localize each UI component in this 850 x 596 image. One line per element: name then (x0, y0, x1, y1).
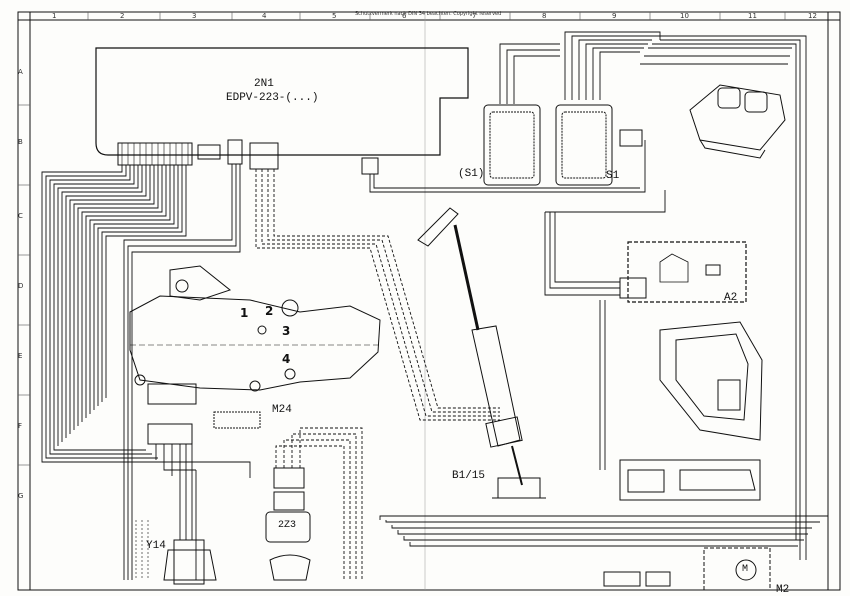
motor-m2-box (703, 547, 771, 591)
callout-2: 2 (265, 304, 274, 318)
module-2n1-code: EDPV-223-(...) (226, 92, 319, 104)
door-module-connector (619, 459, 761, 501)
column-label: 11 (748, 12, 757, 20)
module-2n1-outline (95, 47, 469, 156)
z23-plug (269, 554, 311, 581)
column-label: 3 (192, 12, 197, 20)
copyright-note: Schutzvermerk nach DIN 34 beachten. Copy… (355, 11, 502, 17)
row-label: F (18, 422, 23, 430)
switch-s1-label: S1 (606, 170, 620, 182)
connector-x1 (117, 142, 193, 166)
actuator-m24-illustration (129, 265, 381, 392)
relay-a2-label: A2 (724, 292, 738, 304)
row-label: E (18, 352, 23, 360)
relay-a2-connector (619, 277, 647, 299)
actuator-m24-connector (147, 383, 197, 405)
wire-bottom-right (379, 515, 828, 547)
sensor-b1-15-label: B1/15 (452, 470, 486, 482)
column-label: 7 (472, 12, 477, 20)
z23-connector-mid (273, 491, 305, 511)
row-label: A (18, 68, 23, 76)
valve-y14-label: Y14 (146, 540, 166, 552)
column-label: 4 (262, 12, 267, 20)
column-label: 8 (542, 12, 547, 20)
wire-bundle-left (41, 165, 251, 478)
wire-a2 (544, 190, 666, 470)
valve-y14-body (163, 549, 217, 581)
wire-m24 (155, 444, 197, 580)
z23-body (265, 511, 311, 543)
column-label: 9 (612, 12, 617, 20)
relay-a2-coil (705, 264, 721, 276)
row-label: C (18, 212, 23, 220)
actuator-m24-label: M24 (272, 404, 292, 416)
row-label: D (18, 282, 24, 290)
connector-x5 (361, 157, 379, 175)
relay-a2-box (627, 241, 747, 303)
wire-bundle-down (123, 164, 241, 580)
wire-top-right (499, 31, 807, 560)
connector-x2 (197, 144, 221, 160)
wire-y14-dashed (135, 520, 149, 580)
sheet-frame (17, 11, 841, 591)
motor-m2-connector (603, 571, 641, 587)
row-label: G (18, 492, 24, 500)
door-lock-illustration (659, 321, 763, 441)
row-label: B (18, 138, 23, 146)
column-label: 10 (680, 12, 689, 20)
motor-m2-label: M2 (776, 584, 790, 596)
connector-m24-plug (147, 423, 193, 445)
column-ticks (87, 12, 786, 20)
switch-s1-connector (619, 129, 643, 147)
z23-connector-top (273, 467, 305, 489)
switch-s1-dual-label: (S1) (458, 168, 485, 180)
connector-x3 (227, 139, 243, 165)
column-label: 2 (120, 12, 125, 20)
wire-z23-dashed (275, 427, 363, 580)
switch-s1-dual-outline (483, 104, 541, 186)
callout-1: 1 (240, 306, 249, 320)
wire-dashed-b1 (255, 169, 500, 421)
switch-s1-illustration (689, 84, 786, 159)
motor-m2-symbol (735, 559, 757, 581)
column-label: 1 (52, 12, 57, 20)
connector-x4 (249, 142, 279, 170)
row-ticks (18, 104, 30, 466)
wire-x5-s1 (369, 140, 646, 193)
column-label: 6 (402, 12, 407, 20)
connector-m24-secondary (213, 411, 261, 429)
column-label: 5 (332, 12, 337, 20)
module-2n1-label: 2N1 (254, 78, 274, 90)
motor-m2-symbol-label: M (742, 564, 749, 575)
callout-4: 4 (282, 352, 291, 366)
switch-s1-outline (555, 104, 613, 186)
z23-label: 2Z3 (278, 520, 297, 531)
valve-y14-connector (173, 539, 205, 585)
callout-3: 3 (282, 324, 291, 338)
sensor-b1-15-illustration (417, 207, 546, 499)
column-label: 12 (808, 12, 817, 20)
